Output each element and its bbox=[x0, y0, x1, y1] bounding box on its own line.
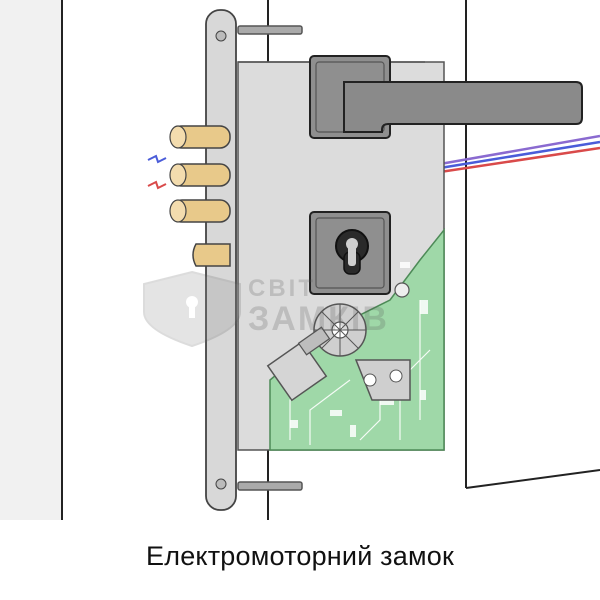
screw-bottom bbox=[237, 481, 303, 491]
deadbolt-2 bbox=[169, 163, 231, 187]
latch-bolt bbox=[192, 243, 231, 267]
wall-panel bbox=[0, 0, 62, 520]
fixing-screws bbox=[237, 25, 303, 491]
watermark-line1: СВІТ bbox=[248, 275, 316, 302]
motion-marks bbox=[147, 154, 167, 190]
motion-mark-red bbox=[147, 180, 167, 190]
watermark-shield-icon bbox=[143, 270, 241, 348]
bolt-icon bbox=[169, 125, 231, 267]
door-panel-line-horizontal bbox=[465, 469, 600, 489]
wire-blue bbox=[439, 140, 600, 170]
handle-lever bbox=[343, 81, 583, 133]
wire-purple bbox=[439, 134, 600, 166]
faceplate-screw-lower bbox=[215, 478, 227, 490]
motor-housing bbox=[266, 340, 328, 402]
motor-gear bbox=[313, 303, 367, 357]
watermark-line2: ЗАМКІВ bbox=[248, 300, 389, 338]
pivot-screw bbox=[394, 282, 410, 298]
wire-red bbox=[439, 146, 600, 174]
faceplate-screw-upper bbox=[215, 30, 227, 42]
cylinder-icon bbox=[309, 211, 391, 295]
handle-icon bbox=[309, 55, 583, 139]
latch-cam bbox=[354, 359, 411, 401]
cylinder-rosette-inner bbox=[315, 217, 385, 289]
watermark: СВІТ ЗАМКІВ bbox=[143, 270, 389, 348]
product-caption: Електромоторний замок bbox=[146, 541, 454, 571]
motor-shaft bbox=[297, 326, 331, 356]
deadbolt-1 bbox=[169, 125, 231, 149]
wire-bundle bbox=[439, 134, 600, 174]
deadbolt-3 bbox=[169, 199, 231, 223]
motor-icon bbox=[266, 282, 411, 402]
motion-mark-blue bbox=[147, 154, 167, 164]
electromotor-lock-illustration: СВІТ ЗАМКІВ bbox=[0, 0, 600, 520]
pcb-components bbox=[290, 262, 428, 437]
cylinder-keyhole-slot bbox=[348, 244, 356, 266]
screw-top bbox=[237, 25, 303, 35]
